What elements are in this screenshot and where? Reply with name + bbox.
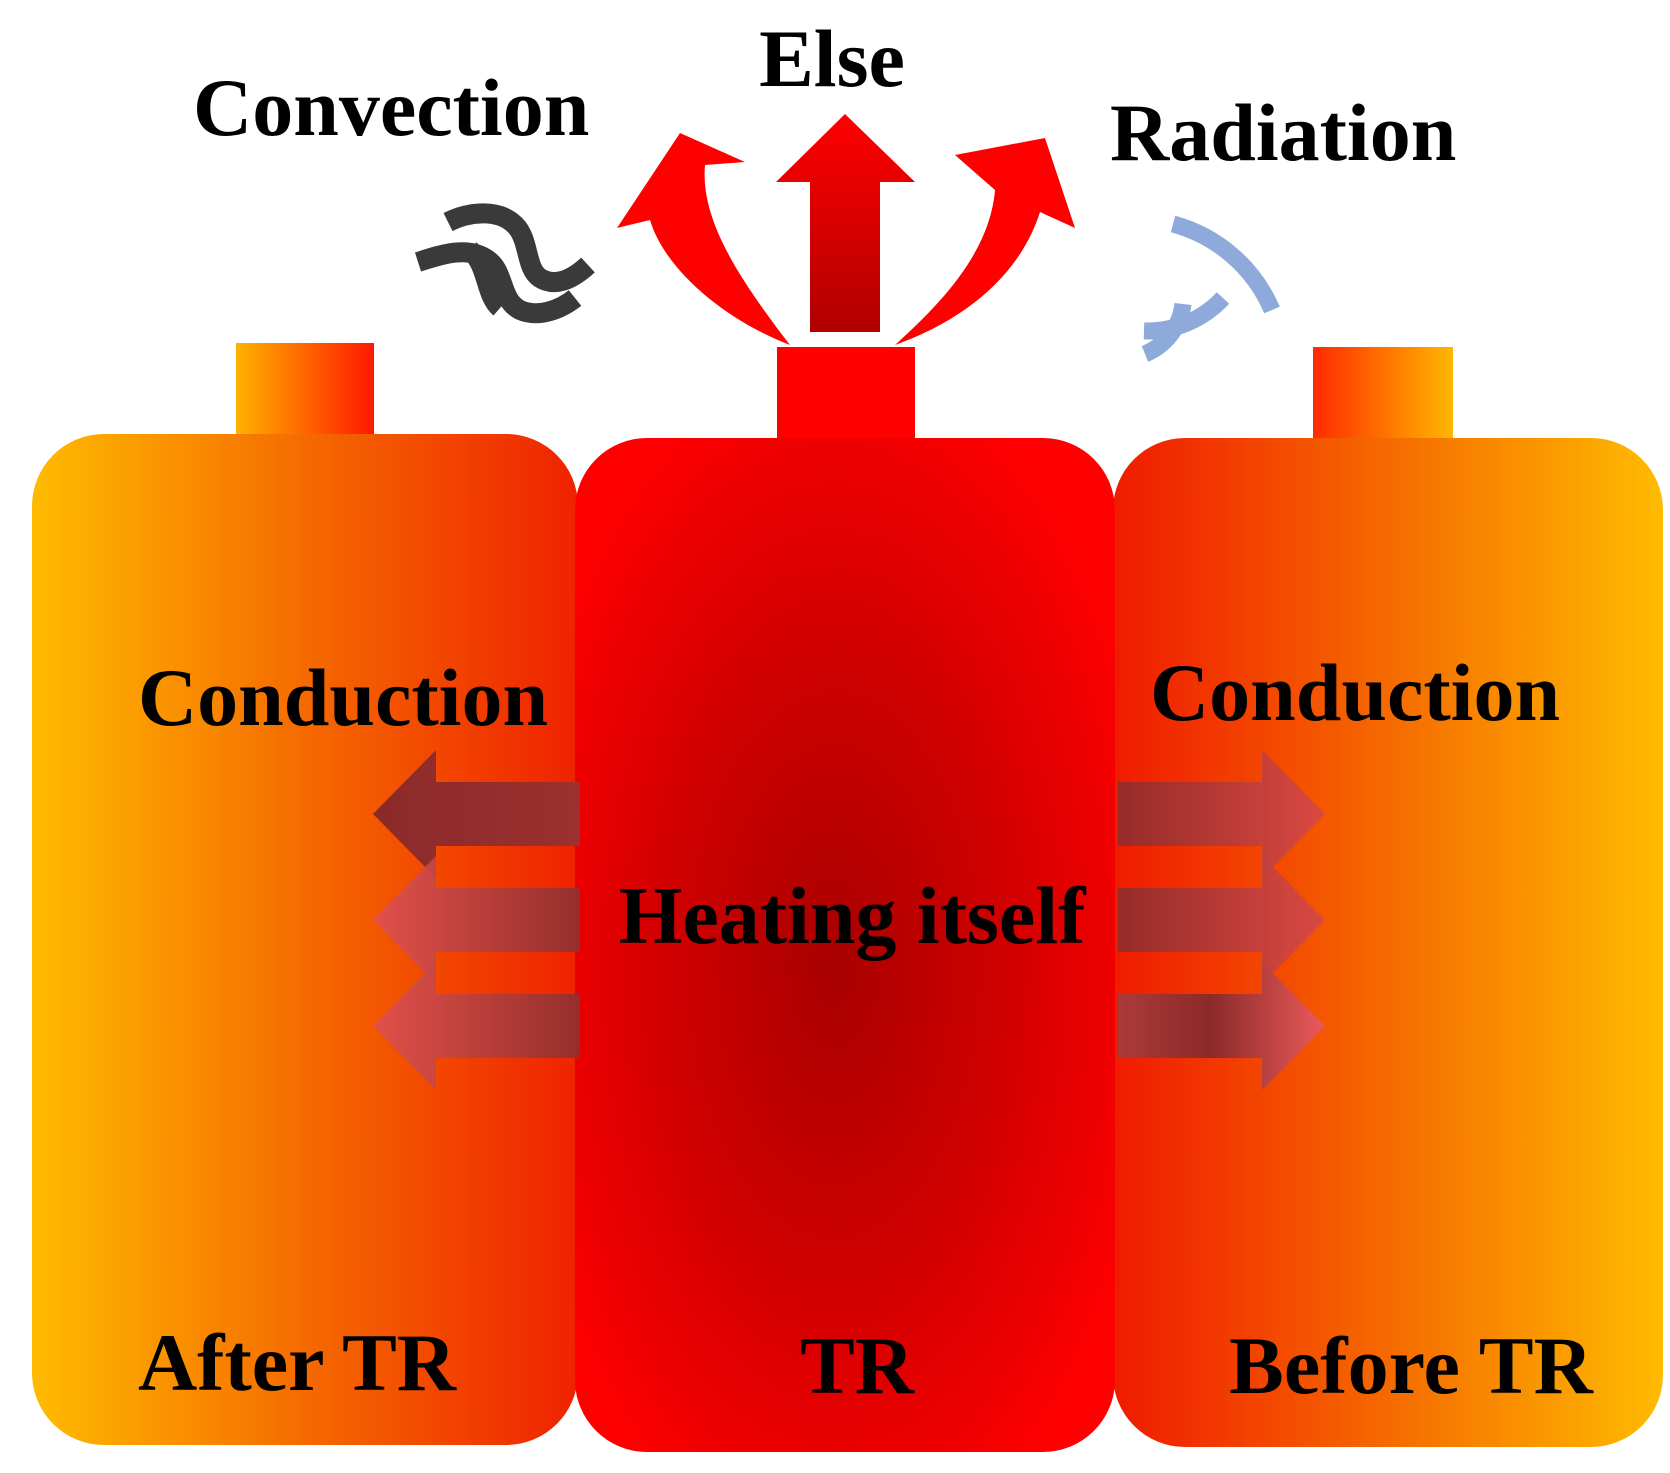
curved-arrow-left-icon <box>617 133 790 345</box>
left-cell-terminal <box>236 343 374 438</box>
right-cell-before-tr <box>1113 438 1663 1447</box>
radiation-arcs-icon <box>1141 215 1280 362</box>
conduction-arrow-right-2-icon <box>1118 856 1325 984</box>
center-cell-tr <box>575 438 1115 1452</box>
left-cell-after-tr <box>32 434 578 1445</box>
label-heating-itself: Heating itself <box>619 870 1088 961</box>
label-radiation: Radiation <box>1110 87 1456 178</box>
right-cell-terminal <box>1313 347 1453 440</box>
center-cell-terminal <box>777 347 915 442</box>
label-after-tr: After TR <box>138 1317 457 1408</box>
label-tr: TR <box>800 1320 915 1411</box>
conduction-arrow-left-1-icon <box>373 750 580 878</box>
conduction-arrow-left-3-icon <box>373 962 580 1090</box>
label-conduction-right: Conduction <box>1150 647 1560 738</box>
label-conduction-left: Conduction <box>138 652 548 743</box>
conduction-arrow-right-1-icon <box>1118 750 1325 878</box>
label-else: Else <box>759 13 905 104</box>
upward-arrow-icon <box>776 114 915 332</box>
conduction-arrow-left-2-icon <box>373 856 580 984</box>
convection-wavy-lines-icon <box>414 203 595 324</box>
conduction-arrow-right-3-icon <box>1118 962 1325 1090</box>
curved-arrow-right-icon <box>895 138 1075 345</box>
label-convection: Convection <box>193 62 589 153</box>
label-before-tr: Before TR <box>1229 1320 1593 1411</box>
